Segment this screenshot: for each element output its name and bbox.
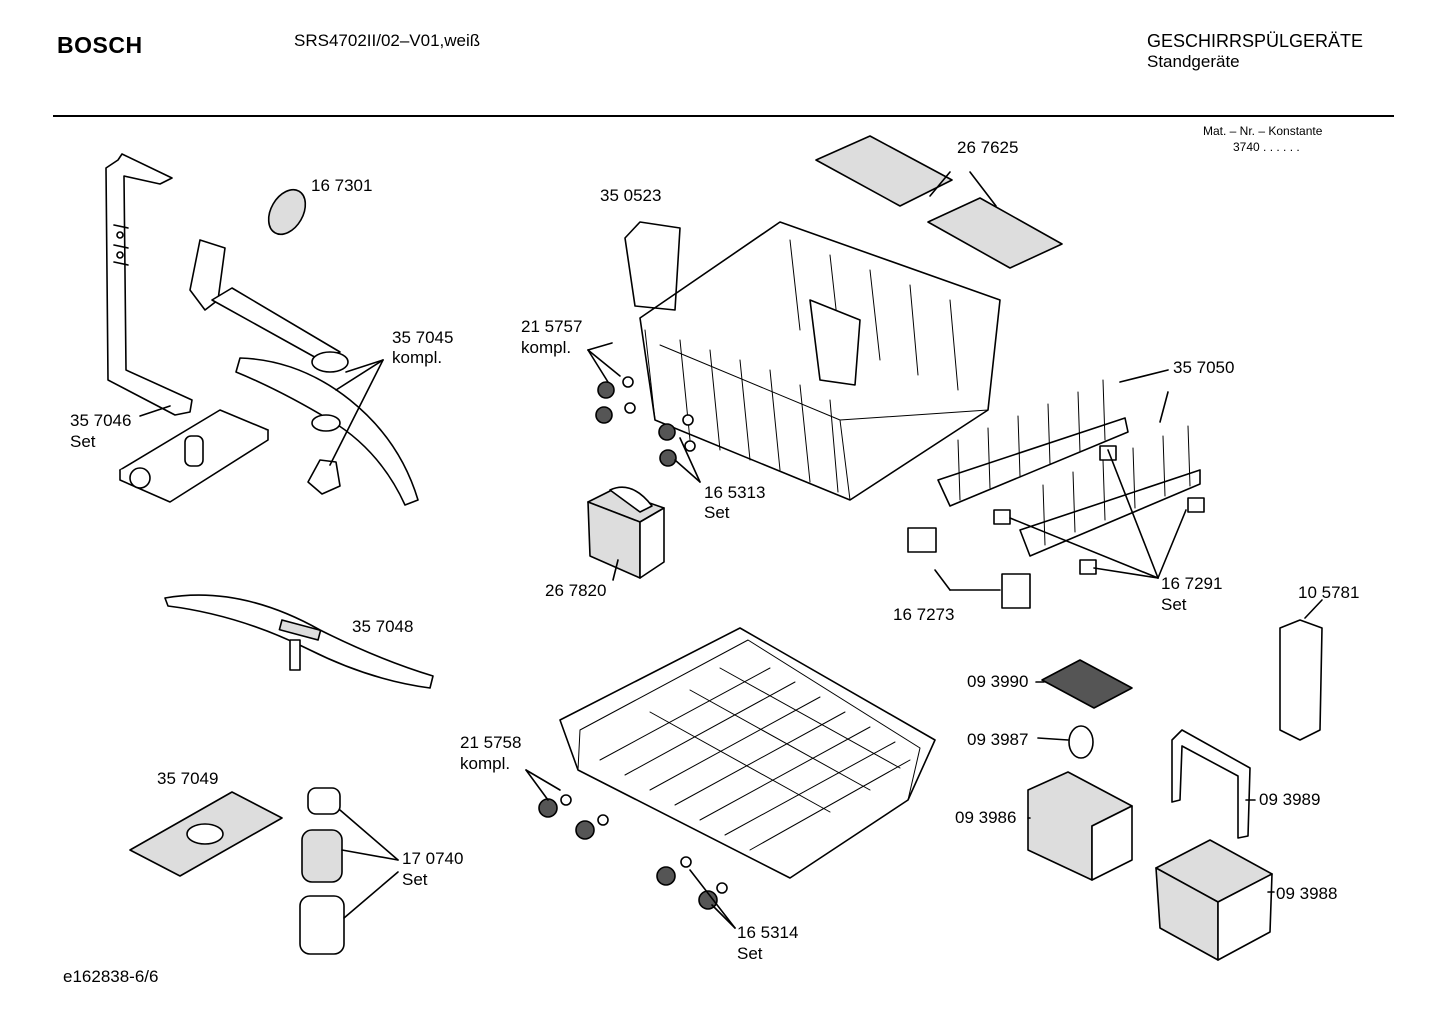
leader-lines <box>139 171 1323 929</box>
clips-drawing <box>907 445 1205 609</box>
material-number-label: Mat. – Nr. – Konstante <box>1203 124 1323 138</box>
supply-pipe-drawing <box>105 153 193 416</box>
part-label-357045-note: kompl. <box>392 348 443 367</box>
part-label-093987: 09 3987 <box>967 730 1029 749</box>
nozzle-drawing <box>267 188 307 236</box>
part-label-267625: 26 7625 <box>957 138 1019 157</box>
part-label-165313-note: Set <box>704 503 730 522</box>
brand-logo: BOSCH <box>57 32 143 58</box>
part-label-357045: 35 7045 <box>392 328 454 347</box>
part-label-357048: 35 7048 <box>352 617 414 636</box>
part-label-167291-note: Set <box>1161 595 1187 614</box>
cup-racks-drawing <box>815 135 1063 269</box>
upper-wheels-drawing <box>595 376 696 467</box>
part-label-167273: 16 7273 <box>893 605 955 624</box>
cutlery-basket-parts-drawing <box>1027 619 1323 961</box>
upper-spray-arm-drawing <box>235 357 419 506</box>
part-label-350523: 35 0523 <box>600 186 662 205</box>
tine-rows-drawing <box>937 379 1201 557</box>
part-label-093988: 09 3988 <box>1276 884 1338 903</box>
material-number-value: 3740 . . . . . . <box>1233 140 1300 154</box>
filter-set-drawing <box>299 787 345 955</box>
upper-basket-drawing <box>624 221 1001 501</box>
filter-housing-drawing <box>119 409 269 503</box>
part-label-357050: 35 7050 <box>1173 358 1235 377</box>
part-label-215757-note: kompl. <box>521 338 572 357</box>
category-subtitle: Standgeräte <box>1147 52 1240 71</box>
part-label-170740-note: Set <box>402 870 428 889</box>
part-label-170740: 17 0740 <box>402 849 464 868</box>
lower-basket-drawing <box>559 627 936 879</box>
part-label-105781: 10 5781 <box>1298 583 1360 602</box>
part-label-165314: 16 5314 <box>737 923 799 942</box>
part-label-165313: 16 5313 <box>704 483 766 502</box>
cutlery-insert-drawing <box>587 486 665 579</box>
part-label-093989: 09 3989 <box>1259 790 1321 809</box>
part-label-215758: 21 5758 <box>460 733 522 752</box>
model-number: SRS4702II/02–V01,weiß <box>294 31 481 50</box>
drawing-id: e162838-6/6 <box>63 967 159 986</box>
part-label-165314-note: Set <box>737 944 763 963</box>
part-label-357046-note: Set <box>70 432 96 451</box>
lower-spray-arm-drawing <box>164 594 434 689</box>
lower-wheels-drawing <box>538 794 728 910</box>
part-label-267820: 26 7820 <box>545 581 607 600</box>
part-label-357046: 35 7046 <box>70 411 132 430</box>
part-label-167291: 16 7291 <box>1161 574 1223 593</box>
header-divider <box>53 115 1394 117</box>
part-label-215758-note: kompl. <box>460 754 511 773</box>
category-title: GESCHIRRSPÜLGERÄTE <box>1147 31 1364 51</box>
part-label-215757: 21 5757 <box>521 317 583 336</box>
part-label-357049: 35 7049 <box>157 769 219 788</box>
filter-plate-drawing <box>129 791 283 877</box>
part-label-093986: 09 3986 <box>955 808 1017 827</box>
spray-feed-pipe-drawing <box>189 239 349 373</box>
part-label-167301: 16 7301 <box>311 176 373 195</box>
part-label-093990: 09 3990 <box>967 672 1029 691</box>
